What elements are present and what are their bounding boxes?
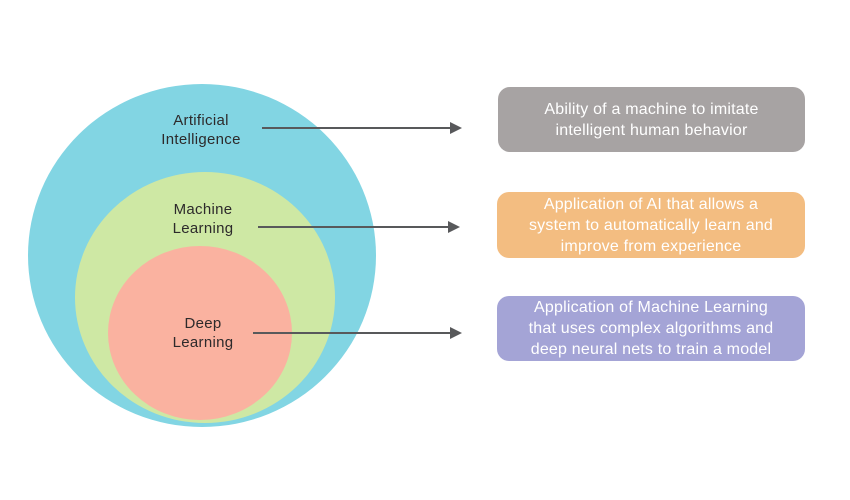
deep-learning-label-line1: Deep (184, 315, 222, 332)
arrow-shaft (253, 332, 453, 334)
description-line: system to automatically learn and (528, 216, 774, 234)
machine-learning-description-box: Application of AI that allows a system t… (497, 192, 805, 258)
artificial-intelligence-label-line2: Intelligence (161, 131, 241, 148)
artificial-intelligence-label-line1: Artificial (173, 112, 229, 129)
description-line: intelligent human behavior (555, 121, 748, 139)
description-line: deep neural nets to train a model (530, 341, 772, 358)
artificial-intelligence-label: Artificial Intelligence (121, 111, 281, 149)
artificial-intelligence-callout-arrow (262, 122, 462, 134)
description-line: Application of Machine Learning (534, 299, 768, 316)
machine-learning-label-line1: Machine (173, 201, 233, 218)
machine-learning-label-line2: Learning (172, 220, 234, 237)
arrow-shaft (262, 127, 453, 129)
deep-learning-callout-arrow (253, 327, 462, 339)
deep-learning-description-box: Application of Machine Learning that use… (497, 296, 805, 361)
description-line: Application of AI that allows a (543, 195, 759, 213)
description-line: improve from experience (560, 237, 742, 255)
arrow-shaft (258, 226, 451, 228)
arrowhead-right-icon (448, 221, 460, 233)
description-line: that uses complex algorithms and (528, 320, 774, 337)
deep-learning-label-line2: Learning (172, 334, 234, 351)
arrowhead-right-icon (450, 327, 462, 339)
description-line: Ability of a machine to imitate (544, 100, 759, 118)
machine-learning-label: Machine Learning (123, 200, 283, 238)
machine-learning-callout-arrow (258, 221, 460, 233)
artificial-intelligence-description-box: Ability of a machine to imitate intellig… (498, 87, 805, 152)
arrowhead-right-icon (450, 122, 462, 134)
deep-learning-label: Deep Learning (123, 314, 283, 352)
